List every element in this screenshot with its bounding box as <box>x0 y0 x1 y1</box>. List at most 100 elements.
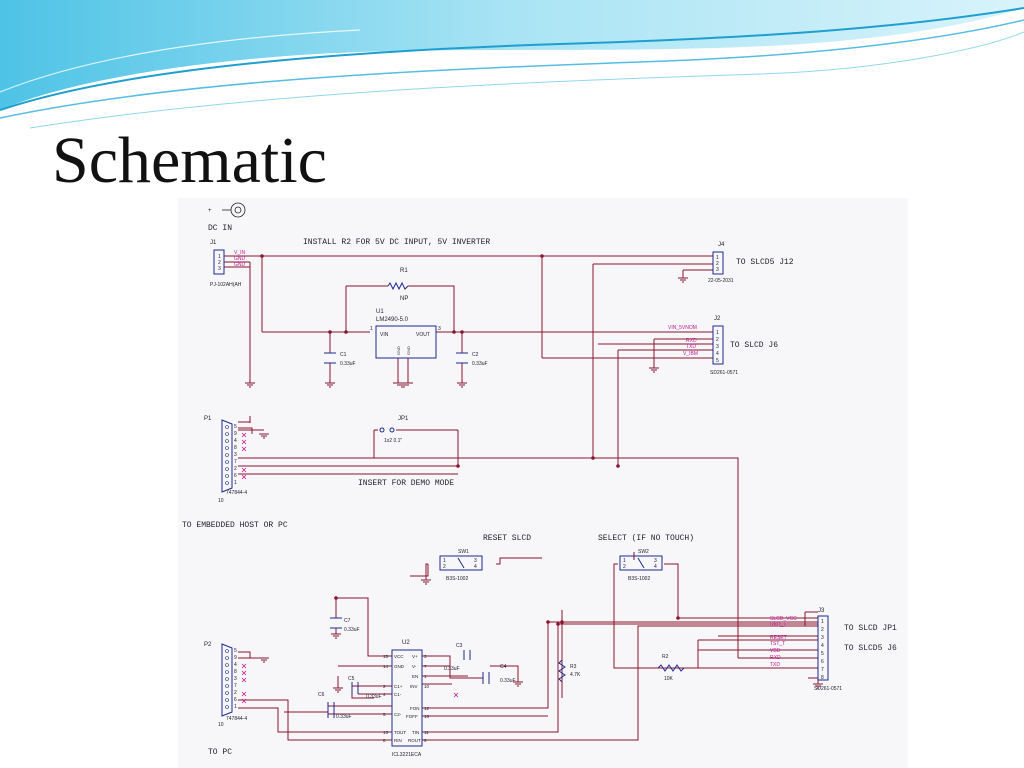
sw1-part: B3S-1002 <box>446 576 468 582</box>
j3-connector: J3 1 2 3 4 5 6 7 8 SLCD_VCC RXD_T RESET … <box>770 608 842 692</box>
u2-pin-tout: TOUT <box>394 730 406 735</box>
u2-pin-12-num: 12 <box>424 706 430 711</box>
sw1-pin-4: 4 <box>474 564 477 570</box>
u2-part: ICL3221ECA <box>392 752 422 758</box>
j1-ref: J1 <box>210 240 217 246</box>
u2-rs232-transceiver: U2 ICL3221ECA 15 VCC 14 GND 2 C1+ 4 C1- … <box>383 640 430 758</box>
u1-gnd2: GND <box>406 346 411 355</box>
j1-pin-1: 1 <box>218 254 221 260</box>
j1-part: PJ-102AH(AH <box>210 282 242 288</box>
ground-symbols <box>245 277 823 693</box>
j3-pin-8: 8 <box>821 675 824 681</box>
j2-pin-5: 5 <box>716 358 719 364</box>
u2-pin-inv: INV <box>410 684 418 689</box>
r1-value: NP <box>400 296 408 302</box>
u1-ref: U1 <box>376 309 384 315</box>
c7-value: 0.33uF <box>344 627 360 633</box>
c6-value: 0.33uF <box>336 714 352 720</box>
r2-value: 10K <box>664 676 674 682</box>
j2-net-1: VIN_5VNOM <box>668 325 697 331</box>
p1-pin-7: 7 <box>234 459 237 465</box>
schematic-diagram: + DC IN J1 1 2 3 V_IN GND GND PJ-102AH(A… <box>178 198 908 768</box>
j1-net-1: V_IN <box>234 250 246 256</box>
u1-pin1: 1 <box>370 326 373 332</box>
u2-pin-5-num: 5 <box>383 712 386 717</box>
u1-gnd1: GND <box>396 346 401 355</box>
to-pc-label: TO PC <box>208 748 232 757</box>
j3-ref: J3 <box>818 608 825 614</box>
c7-capacitor: C7 0.33uF <box>330 617 360 633</box>
j3-net-5: VBB <box>770 648 781 654</box>
r2-ref: R2 <box>662 654 669 660</box>
sw2-switch[interactable]: SW2 1 2 3 4 B3S-1002 <box>619 549 663 582</box>
c4-capacitor: C4 0.33uF <box>482 664 516 684</box>
c1-capacitor: C1 0.33uF <box>324 352 356 367</box>
junction-dots <box>260 254 680 626</box>
u2-pin-3-num: 3 <box>424 654 427 659</box>
r2-resistor: R2 10K <box>657 654 685 682</box>
sw1-pin-1: 1 <box>443 558 446 564</box>
p1-shield: 10 <box>218 498 224 504</box>
u2-pin-13-num: 13 <box>383 730 389 735</box>
p2-pin-6: 6 <box>234 697 237 703</box>
j2-connector: J2 1 2 3 4 5 VIN_5VNOM RXD TXD V_IBM SD2… <box>668 316 738 376</box>
install-note: INSTALL R2 FOR 5V DC INPUT, 5V INVERTER <box>303 238 490 247</box>
r3-value: 4.7K <box>570 672 581 678</box>
c2-capacitor: C2 0.33uF <box>456 352 488 367</box>
u2-pin-1-num: 1 <box>424 674 427 679</box>
jp1-jumper[interactable]: JP1 1x2 0.1" <box>379 416 409 444</box>
j2-part: SD261-0571 <box>710 370 738 376</box>
u2-pin-fon: FON <box>410 706 420 711</box>
dc-in-label: DC IN <box>208 224 232 233</box>
ground-2 <box>325 382 335 388</box>
u2-pin-14-num: 14 <box>383 664 389 669</box>
u1-regulator: U1 LM2490-5.0 VIN VOUT 1 3 GND GND <box>370 309 441 359</box>
u2-pin-vp: V+ <box>412 654 418 659</box>
ground-10 <box>333 687 343 693</box>
p2-pin-7: 7 <box>234 683 237 689</box>
jp1-value: 1x2 0.1" <box>384 438 402 444</box>
u2-pin-8-num: 8 <box>383 738 386 743</box>
u2-pin-2-num: 2 <box>383 684 386 689</box>
to-j12-label: TO SLCD5 J12 <box>736 258 794 267</box>
u2-pin-vm: V- <box>412 664 417 669</box>
c1-ref: C1 <box>340 352 347 358</box>
demo-note: INSERT FOR DEMO MODE <box>358 479 454 488</box>
p2-pin-1: 1 <box>234 704 237 710</box>
u2-ref: U2 <box>402 640 410 646</box>
j1-net-3: GND <box>234 262 246 268</box>
p1-pin-1: 1 <box>234 480 237 486</box>
j1-pin-3: 3 <box>218 266 221 272</box>
j2-pin-2: 2 <box>716 337 719 343</box>
u2-pin-10-num: 10 <box>424 684 430 689</box>
ground-12 <box>259 657 269 663</box>
sw1-pin-2: 2 <box>443 564 446 570</box>
dc-in-jack <box>222 202 246 218</box>
p2-ref: P2 <box>204 642 212 648</box>
sw1-switch[interactable]: SW1 1 2 3 4 B3S-1002 <box>439 549 483 582</box>
p2-shield: 10 <box>218 722 224 728</box>
p2-pin-2: 2 <box>234 690 237 696</box>
j3-net-3: RESET <box>770 635 787 641</box>
p2-pin-8: 8 <box>234 669 237 675</box>
j3-pin-6: 6 <box>821 659 824 665</box>
to-slcd5-j6-label: TO SLCD5 J6 <box>844 644 897 653</box>
u1-pin3: 3 <box>438 326 441 332</box>
sw2-pin-1: 1 <box>623 558 626 564</box>
j3-net-7: TXD <box>770 662 780 668</box>
j2-net-2: RXD <box>686 338 697 344</box>
u2-pin-c2m: C2- <box>394 712 402 717</box>
r3-resistor: R3 4.7K <box>558 659 581 683</box>
sw1-pin-3: 3 <box>474 558 477 564</box>
j4-pin-3: 3 <box>716 267 719 273</box>
j1-net-2: GND <box>234 256 246 262</box>
u2-pin-9-num: 9 <box>424 738 427 743</box>
c5-value: 0.33uF <box>366 694 382 700</box>
u2-pin-tin: TIN <box>412 730 419 735</box>
j3-pin-3: 3 <box>821 635 824 641</box>
u2-pin-4-num: 4 <box>383 692 386 697</box>
p2-db9-connector: P2 5 9 4 8 3 7 2 6 1 10 747844-4 <box>204 642 247 728</box>
u2-pin-vcc: VCC <box>394 654 404 659</box>
p2-pin-5: 5 <box>234 648 237 654</box>
u2-pin-rin: RIN <box>394 738 402 743</box>
